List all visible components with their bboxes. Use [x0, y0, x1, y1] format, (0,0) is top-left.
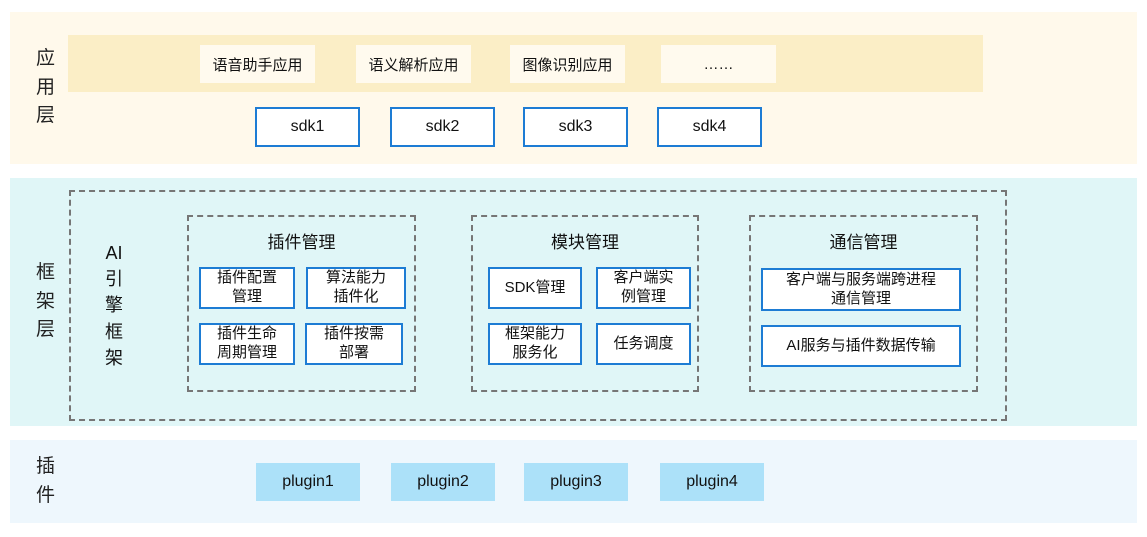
- sdk-box-3: sdk3: [523, 107, 628, 147]
- plugin-layer-section: 插 件 plugin1 plugin2 plugin3 plugin4: [10, 440, 1137, 523]
- feature-sdk-management: SDK管理: [488, 267, 582, 309]
- plugin-box-3: plugin3: [524, 463, 628, 501]
- sdk-box-4: sdk4: [657, 107, 762, 147]
- feature-plugin-lifecycle-management: 插件生命 周期管理: [199, 323, 295, 365]
- app-layer-section: 应 用 层 语音助手应用 语义解析应用 图像识别应用 …… sdk1 sdk2 …: [10, 12, 1137, 164]
- group-communication-management: 通信管理 客户端与服务端跨进程 通信管理 AI服务与插件数据传输: [749, 215, 978, 392]
- sdk-box-1: sdk1: [255, 107, 360, 147]
- feature-framework-capability-service: 框架能力 服务化: [488, 323, 582, 365]
- app-box-ellipsis: ……: [661, 45, 776, 83]
- app-box-image-recognition: 图像识别应用: [510, 45, 625, 83]
- feature-client-instance-management: 客户端实 例管理: [596, 267, 691, 309]
- framework-layer-label: 框 架 层: [35, 262, 56, 341]
- sdk-box-2: sdk2: [390, 107, 495, 147]
- app-layer-label: 应 用 层: [35, 48, 56, 127]
- app-box-semantic-parsing: 语义解析应用: [356, 45, 471, 83]
- feature-plugin-on-demand-deploy: 插件按需 部署: [305, 323, 403, 365]
- group-title: 通信管理: [829, 233, 898, 252]
- ai-engine-framework-label: AI 引 擎 框 架: [105, 243, 123, 368]
- app-box-voice-assistant: 语音助手应用: [200, 45, 315, 83]
- ai-engine-framework-box: AI 引 擎 框 架 插件管理 插件配置 管理 算法能力 插件化 插件生命 周期…: [69, 190, 1007, 421]
- group-title: 插件管理: [267, 233, 336, 252]
- group-plugin-management: 插件管理 插件配置 管理 算法能力 插件化 插件生命 周期管理 插件按需 部署: [187, 215, 416, 392]
- plugin-box-1: plugin1: [256, 463, 360, 501]
- feature-algorithm-pluginization: 算法能力 插件化: [306, 267, 406, 309]
- feature-ai-service-plugin-data-transfer: AI服务与插件数据传输: [761, 325, 961, 367]
- group-title: 模块管理: [551, 233, 619, 252]
- feature-cross-process-communication: 客户端与服务端跨进程 通信管理: [761, 268, 961, 311]
- framework-layer-section: 框 架 层 AI 引 擎 框 架 插件管理 插件配置 管理 算法能力 插件化 插…: [10, 178, 1137, 426]
- feature-task-scheduling: 任务调度: [596, 323, 691, 365]
- plugin-box-2: plugin2: [391, 463, 495, 501]
- plugin-layer-label: 插 件: [35, 456, 56, 506]
- plugin-box-4: plugin4: [660, 463, 764, 501]
- app-band: 语音助手应用 语义解析应用 图像识别应用 ……: [68, 35, 983, 92]
- group-module-management: 模块管理 SDK管理 客户端实 例管理 框架能力 服务化 任务调度: [471, 215, 699, 392]
- feature-plugin-config-management: 插件配置 管理: [199, 267, 295, 309]
